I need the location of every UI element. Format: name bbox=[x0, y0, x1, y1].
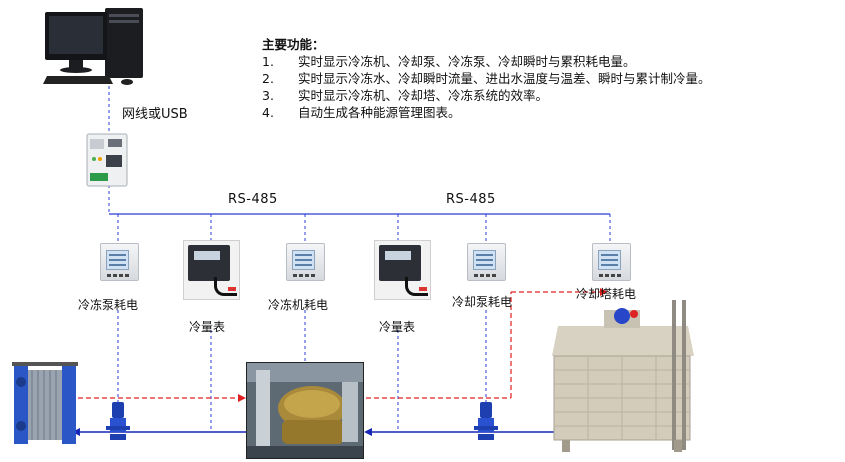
feature-item: 3.实时显示冷冻机、冷却塔、冷冻系统的效率。 bbox=[262, 88, 549, 103]
cooling-tower-icon bbox=[552, 300, 694, 452]
power-meter-chiller bbox=[286, 243, 325, 281]
hot-water-arrow-2 bbox=[600, 288, 608, 296]
chilled-water-pump-icon bbox=[106, 402, 130, 440]
power-meter-chilled-pump bbox=[100, 243, 139, 281]
label-chiller-power: 冷冻机耗电 bbox=[268, 298, 329, 312]
computer-icon bbox=[43, 8, 143, 85]
cooling-meter-2-device bbox=[374, 240, 431, 300]
feature-item: 1.实时显示冷冻机、冷却泵、冷冻泵、冷却瞬时与累积耗电量。 bbox=[262, 54, 636, 69]
label-cooling-meter-2: 冷量表 bbox=[379, 320, 416, 334]
cooling-meter-1-device bbox=[183, 240, 240, 300]
feature-list: 主要功能： 1.实时显示冷冻机、冷却泵、冷冻泵、冷却瞬时与累积耗电量。 2.实时… bbox=[262, 36, 711, 121]
label-cooling-pump-power: 冷却泵耗电 bbox=[452, 295, 513, 309]
return-water-arrow-2 bbox=[364, 428, 372, 436]
label-cooling-tower-power: 冷却塔耗电 bbox=[576, 287, 637, 301]
feature-item: 2.实时显示冷冻水、冷却瞬时流量、进出水温度与温差、瞬时与累计制冷量。 bbox=[262, 71, 711, 86]
bus-label-2: RS-485 bbox=[446, 192, 496, 207]
label-cooling-meter-1: 冷量表 bbox=[189, 320, 226, 334]
label-chilled-pump-power: 冷冻泵耗电 bbox=[78, 298, 139, 312]
link-label: 网线或USB bbox=[122, 107, 188, 122]
feature-title: 主要功能： bbox=[262, 37, 325, 52]
feature-item: 4.自动生成各种能源管理图表。 bbox=[262, 105, 461, 120]
bus-label-1: RS-485 bbox=[228, 192, 278, 207]
chiller-unit-image bbox=[246, 362, 364, 459]
hot-water-arrow-1 bbox=[238, 394, 246, 402]
power-meter-cooling-pump bbox=[467, 243, 506, 281]
plate-heat-exchanger-icon bbox=[12, 362, 78, 444]
power-meter-cooling-tower bbox=[592, 243, 631, 281]
cooling-water-pump-icon bbox=[474, 402, 498, 440]
controller-icon bbox=[86, 133, 128, 187]
